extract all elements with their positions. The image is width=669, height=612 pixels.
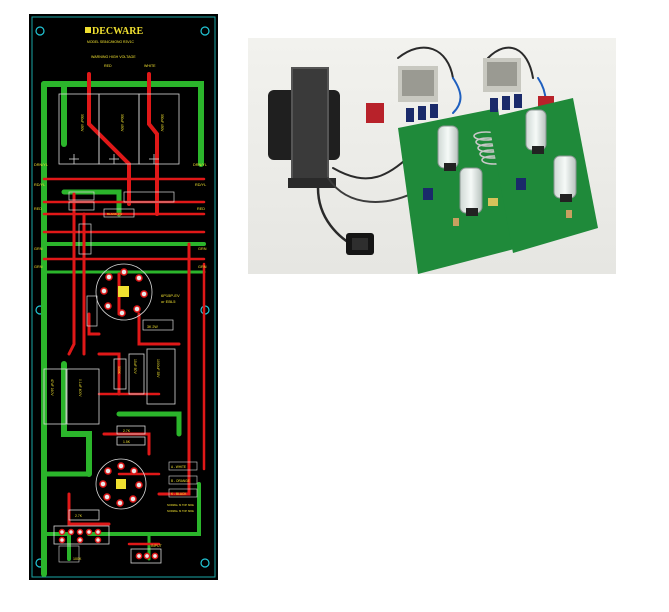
- power-switch-left: [366, 103, 384, 123]
- label-rd-yl-right: RD/YL: [195, 183, 206, 187]
- input-label: INPUT: [151, 544, 163, 548]
- cap-15uf: 15uF 50V: [133, 359, 137, 374]
- res-330k: 330K: [117, 366, 121, 375]
- label-grn-left-2: GRN: [34, 265, 43, 269]
- wire-label-white: WHITE: [144, 64, 156, 68]
- cap-1000uf: 1000uF 35V: [156, 359, 160, 378]
- resistor-block: [68, 191, 175, 255]
- lower-components: [43, 348, 176, 521]
- pcb-layout-image: DECWARE MODEL SE84C/MONO R3V1C WARNING H…: [29, 14, 218, 580]
- brand-logo-text: DECWARE: [92, 26, 143, 37]
- note-text-2: NORMAL IS TOP SIDE: [167, 509, 194, 513]
- cap-47uf: 47uF 160V: [50, 379, 54, 396]
- tube-label-1: 6P15P-EV: [161, 293, 180, 298]
- pot-label: 100K: [73, 557, 82, 561]
- label-rd-yl-left: RD/YL: [34, 183, 45, 187]
- input-connector: [130, 548, 162, 564]
- amp-board-right: [483, 58, 598, 253]
- amplifier-photo: [248, 38, 616, 274]
- label-grn-right-1: GRN: [198, 247, 207, 251]
- power-transformer: [268, 67, 340, 188]
- res-3k-2w: 3K 2W: [147, 325, 158, 329]
- label-red-left: RED: [34, 207, 42, 211]
- volume-pot: [53, 525, 110, 563]
- cap-label-3: 330uF 450V: [160, 114, 164, 132]
- label-red-right: RED: [197, 207, 205, 211]
- label-drn-yl-right: DRN/YL: [193, 163, 207, 167]
- blank-2w-label: BLANK 2W: [107, 212, 122, 216]
- res-1-5k: 1.5K: [123, 440, 131, 444]
- filter-capacitors: [58, 93, 180, 165]
- tube-socket-output: [95, 263, 153, 321]
- label-drn-yl-left: DRN/YL: [34, 163, 48, 167]
- out-label-k: K - BLACK: [171, 492, 187, 496]
- out-label-a: A - WHITE: [171, 465, 186, 469]
- tube-label-2: or EBL5: [161, 299, 176, 304]
- out-label-b: B - ORANGE: [171, 479, 190, 483]
- warning-text: WARNING HIGH VOLTAGE: [91, 55, 136, 59]
- power-inlet: [346, 233, 374, 255]
- cap-label-2: 330uF 450V: [120, 114, 124, 132]
- cap-label-1: 330uF 450V: [80, 114, 84, 132]
- res-2-7k-b: 2.7K: [75, 514, 83, 518]
- model-text: MODEL SE84C/MONO R3V1C: [87, 40, 135, 44]
- tube-socket-driver: [95, 458, 147, 510]
- wire-label-red: RED: [104, 64, 112, 68]
- cap-01uf: 0.1uF 400V: [78, 379, 82, 397]
- res-2-7k: 2.7K: [123, 429, 131, 433]
- note-text-1: NORMAL IS TOP SIDE: [167, 503, 194, 507]
- label-grn-left-1: GRN: [34, 247, 43, 251]
- label-grn-right-2: GRN: [198, 265, 207, 269]
